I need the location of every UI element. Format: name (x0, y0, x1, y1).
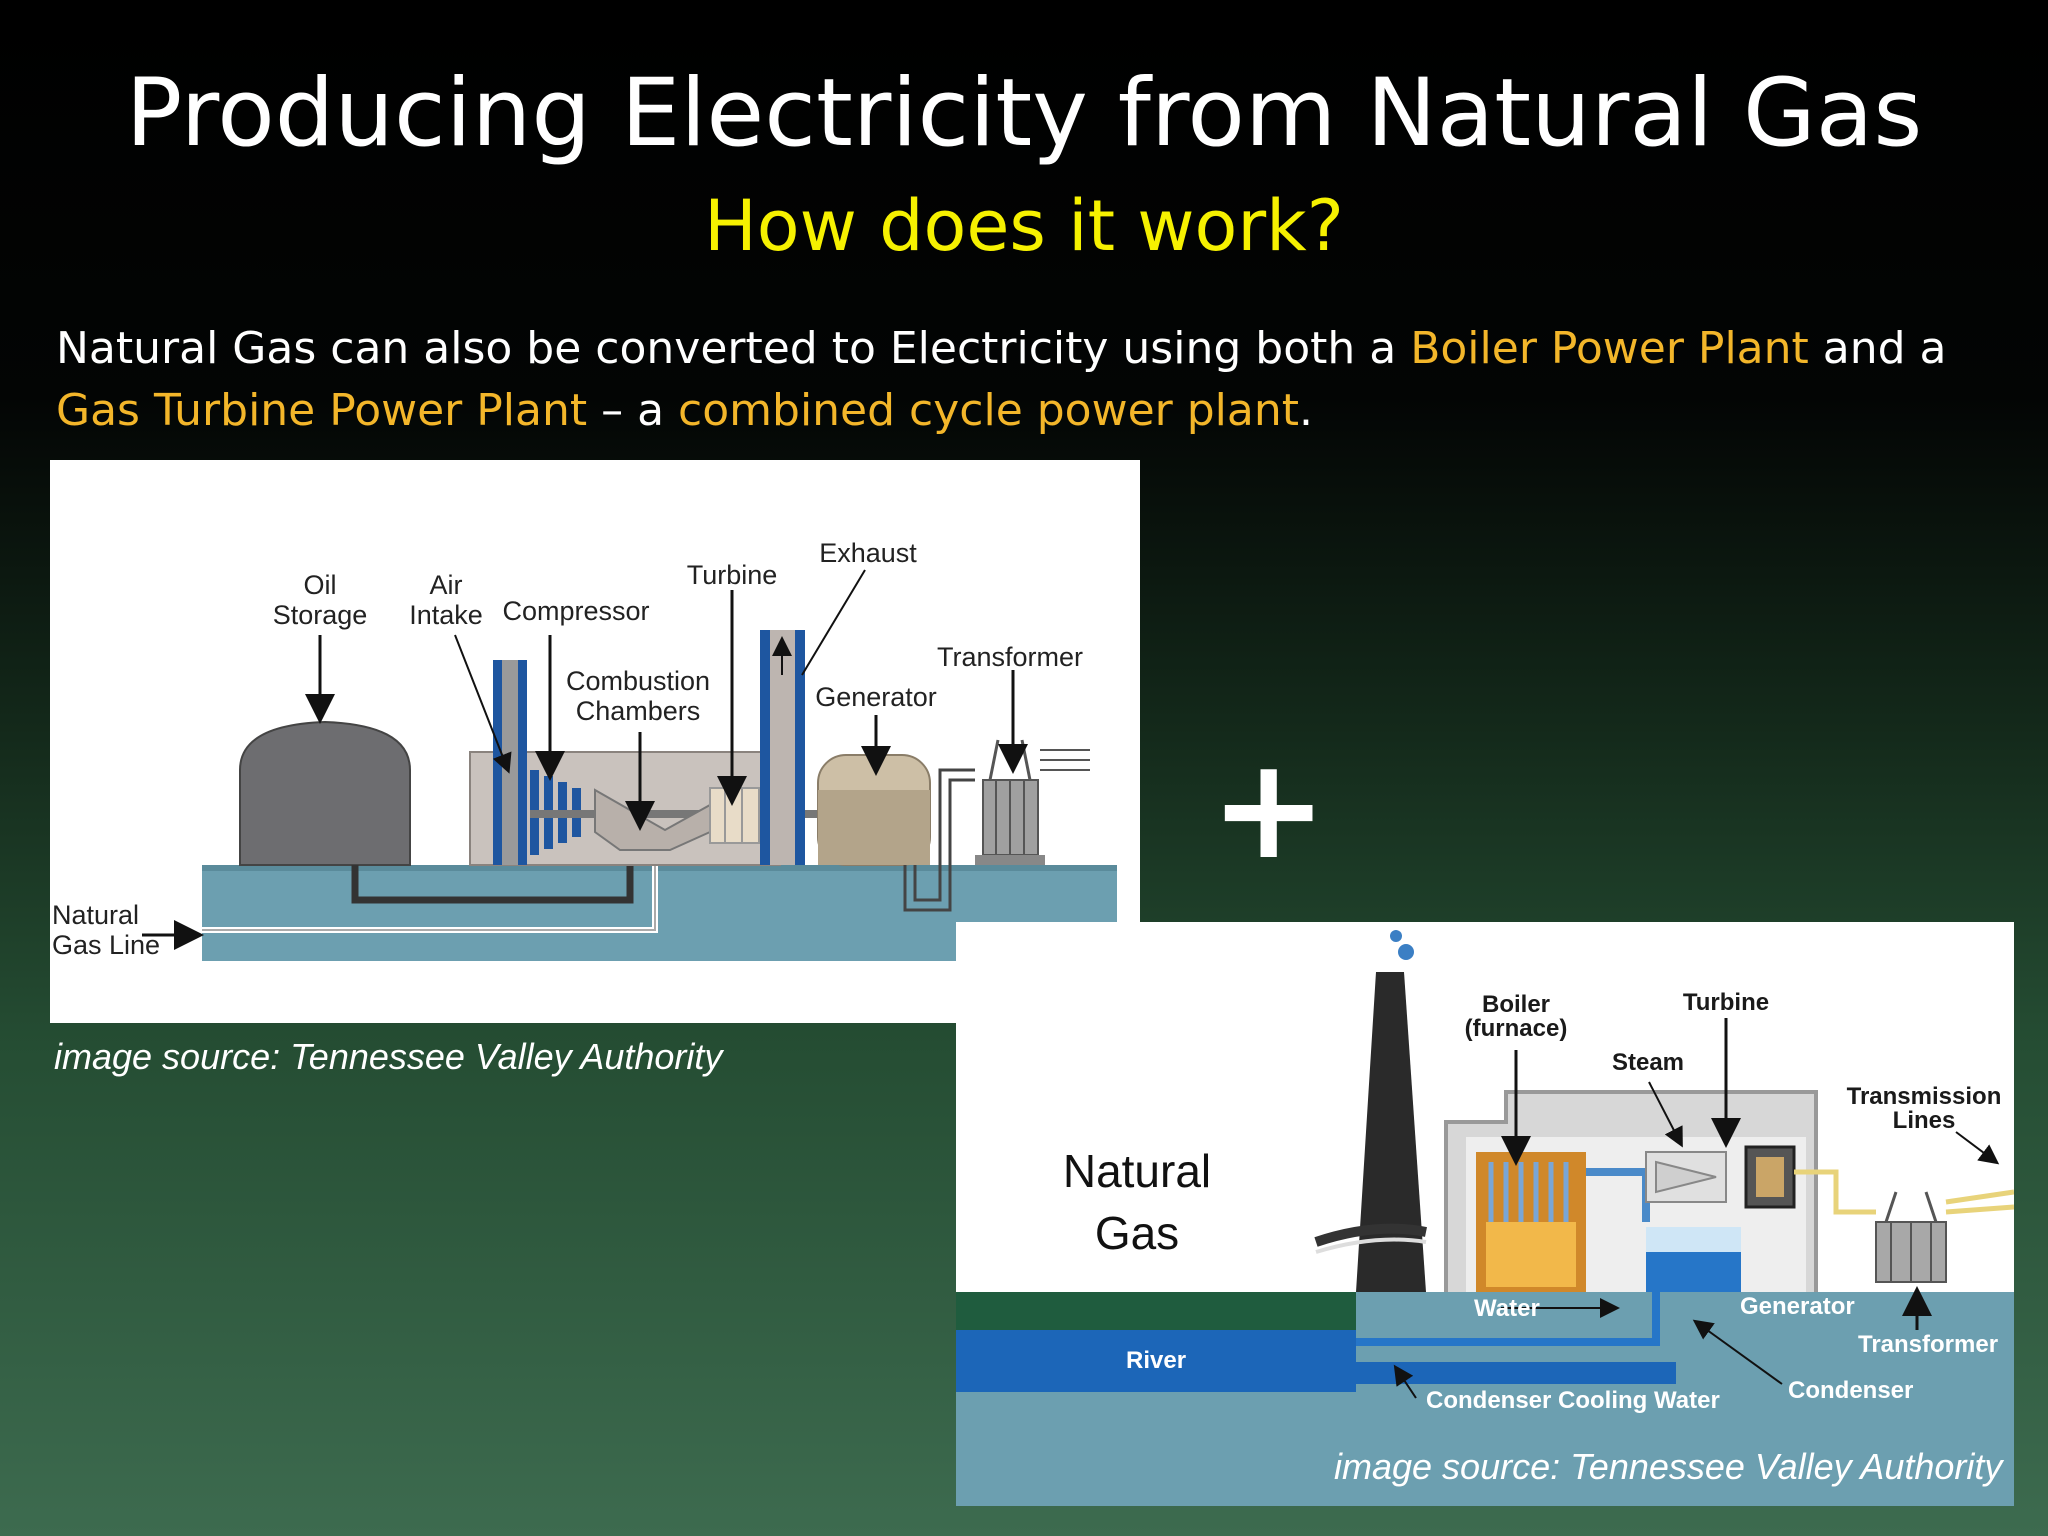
river (956, 1330, 1356, 1392)
caption-gas-turbine: image source: Tennessee Valley Authority (54, 1036, 723, 1077)
green-bank (956, 1292, 1356, 1330)
label-steam: Steam (1612, 1049, 1684, 1076)
oil-pipe (351, 845, 634, 904)
body-text-3: – a (587, 385, 679, 436)
label-compressor: Compressor (502, 596, 649, 626)
label-transmission-2: Lines (1893, 1107, 1956, 1134)
transmission-lines (1794, 1169, 2014, 1215)
condenser (1646, 1252, 1741, 1292)
slide-subtitle: How does it work? (704, 185, 1344, 267)
label-transformer: Transformer (937, 642, 1083, 672)
label-gas-2: Gas Line (52, 930, 160, 960)
label-combustion-2: Chambers (576, 696, 701, 726)
label-cooling-water: Condenser Cooling Water (1426, 1387, 1720, 1414)
smokestack (1356, 972, 1426, 1292)
natural-gas-line-1: Natural (1062, 1145, 1212, 1197)
label-transmission-1: Transmission (1847, 1083, 2002, 1110)
combustion-chamber (594, 788, 711, 851)
label-exhaust: Exhaust (819, 538, 917, 568)
highlight-combined-cycle: combined cycle power plant (678, 385, 1299, 436)
label-river: River (1126, 1347, 1186, 1374)
label-turbine: Turbine (1683, 989, 1769, 1016)
label-oil-2: Storage (273, 600, 368, 630)
label-oil-1: Oil (304, 570, 337, 600)
label-generator: Generator (815, 682, 937, 712)
natural-gas-line-2: Gas (1094, 1207, 1180, 1259)
label-boiler-2: (furnace) (1465, 1015, 1568, 1042)
body-text-4: . (1299, 385, 1313, 436)
oil-storage-tank (239, 720, 411, 866)
label-transformer: Transformer (1858, 1331, 1998, 1358)
natural-gas-label: Natural Gas (960, 1140, 1314, 1280)
label-boiler-1: Boiler (1482, 991, 1550, 1018)
caption-boiler: image source: Tennessee Valley Authority (1334, 1446, 2003, 1487)
label-generator: Generator (1740, 1293, 1855, 1320)
gas-turbine-diagram: Oil Storage Air Intake Compressor Combus… (50, 460, 1140, 1023)
label-air-2: Intake (409, 600, 483, 630)
label-air-1: Air (430, 570, 463, 600)
transformer-unit (903, 739, 1090, 912)
highlight-boiler-power-plant: Boiler Power Plant (1410, 323, 1809, 374)
body-text-2: and a (1808, 323, 1947, 374)
body-paragraph: Natural Gas can also be converted to Ele… (56, 318, 1996, 442)
label-turbine: Turbine (687, 560, 778, 590)
label-water: Water (1474, 1295, 1540, 1322)
plus-sign: + (1210, 728, 1328, 891)
label-condenser: Condenser (1788, 1377, 1913, 1404)
label-combustion-1: Combustion (566, 666, 710, 696)
steam-turbine (1645, 1151, 1727, 1203)
transformer-unit (1875, 1191, 1947, 1283)
body-text-1: Natural Gas can also be converted to Ele… (56, 323, 1411, 374)
label-gas-1: Natural (52, 900, 139, 930)
slide-title: Producing Electricity from Natural Gas (125, 59, 1923, 168)
highlight-gas-turbine-power-plant: Gas Turbine Power Plant (56, 385, 588, 436)
